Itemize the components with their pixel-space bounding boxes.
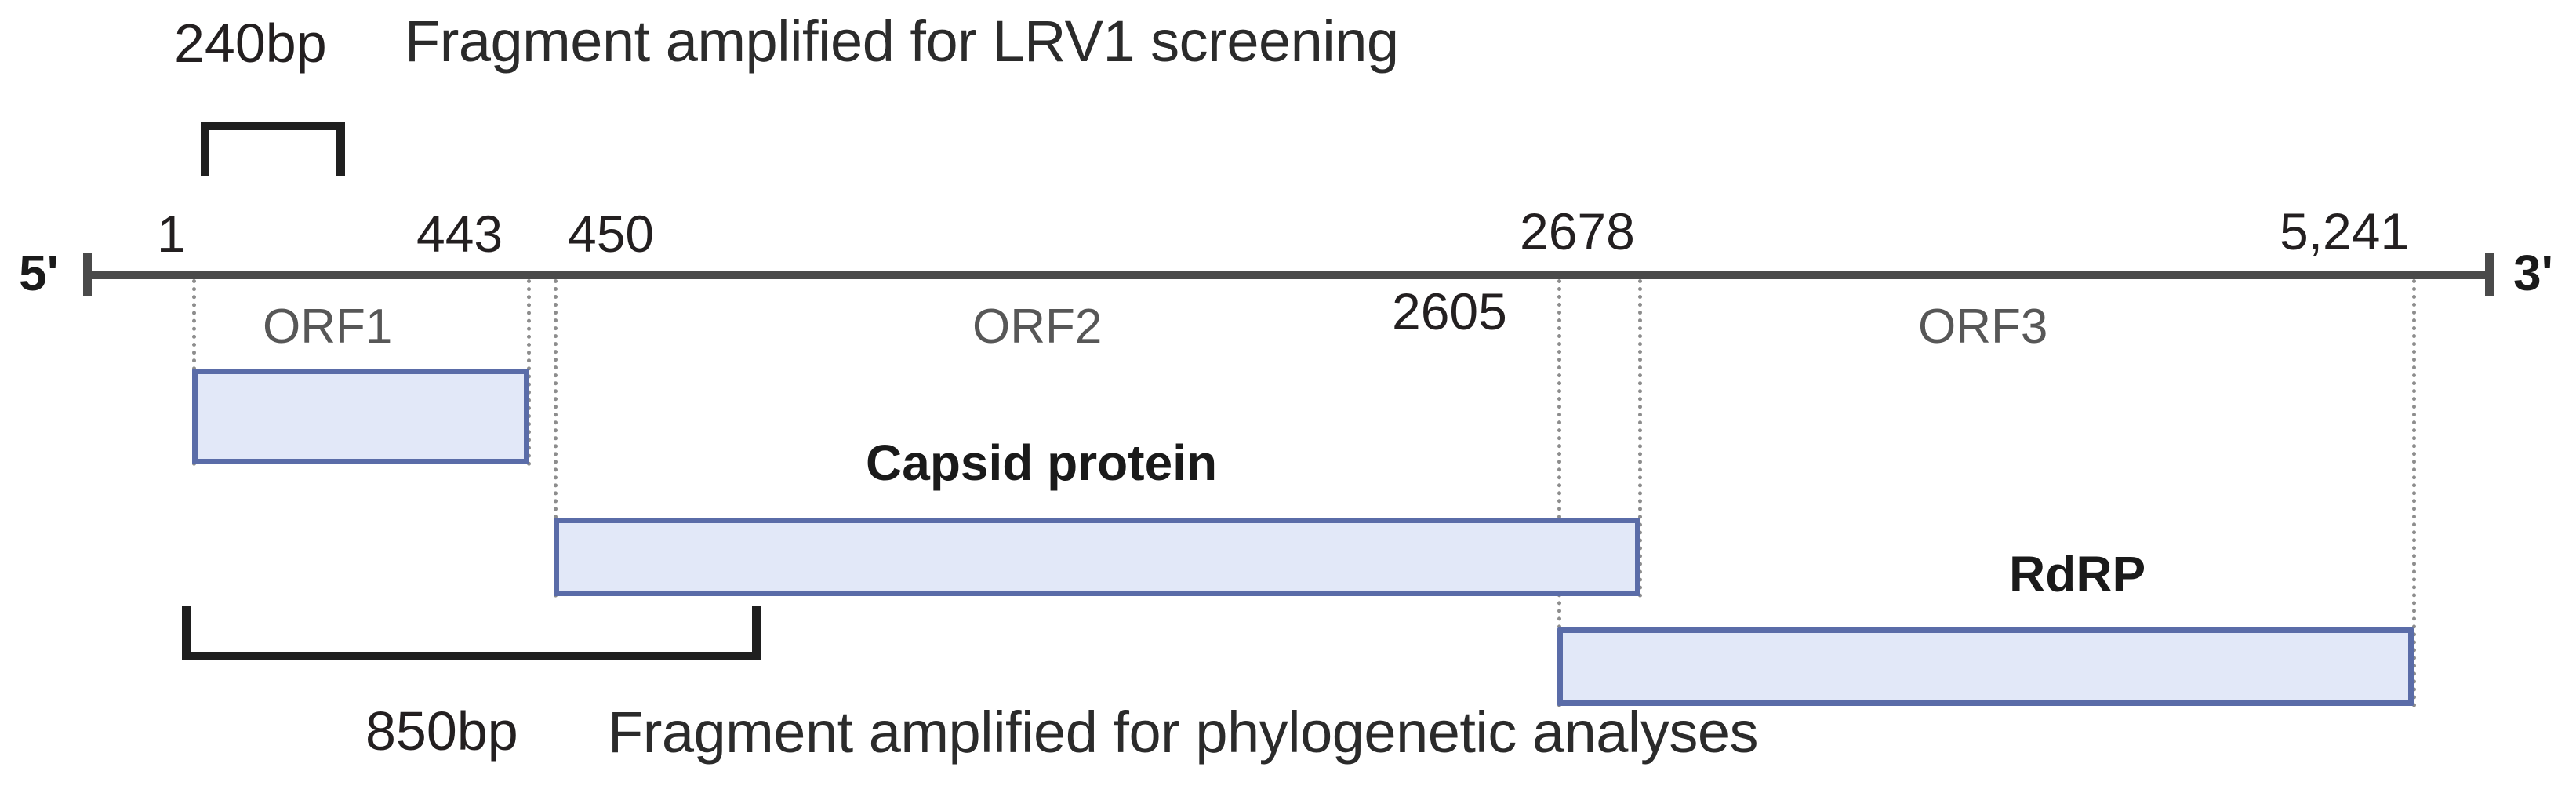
coordinate-label-450: 450 bbox=[568, 205, 655, 263]
rdrp-label: RdRP bbox=[2009, 546, 2146, 602]
bottom-bracket-size-label: 850bp bbox=[365, 700, 518, 762]
guide-line-orf2-end bbox=[1638, 279, 1642, 598]
orf1-box bbox=[192, 369, 529, 464]
coordinate-label-1: 1 bbox=[157, 205, 186, 263]
coordinate-label-2678: 2678 bbox=[1520, 202, 1635, 260]
bottom-bracket-caption: Fragment amplified for phylogenetic anal… bbox=[608, 700, 1759, 765]
three-prime-label: 3' bbox=[2513, 245, 2553, 301]
guide-line-orf3-end bbox=[2412, 279, 2416, 707]
rdrp-box bbox=[1557, 627, 2414, 706]
coordinate-label-443: 443 bbox=[416, 205, 503, 263]
capsid-protein-box bbox=[554, 518, 1640, 596]
orf-label-orf2: ORF2 bbox=[972, 300, 1103, 354]
orf-label-orf3: ORF3 bbox=[1918, 300, 2048, 354]
top-bracket-size-label: 240bp bbox=[174, 13, 327, 74]
coordinate-label-2605: 2605 bbox=[1392, 282, 1507, 340]
top-bracket-shape bbox=[201, 122, 345, 176]
coordinate-label-5241: 5,241 bbox=[2280, 202, 2410, 260]
guide-line-orf2-start bbox=[554, 279, 558, 598]
bottom-bracket-shape bbox=[182, 606, 761, 660]
orf-label-orf1: ORF1 bbox=[263, 300, 393, 354]
capsid-protein-label: Capsid protein bbox=[866, 435, 1218, 491]
five-prime-label: 5' bbox=[19, 245, 59, 301]
guide-line-orf3-start bbox=[1557, 279, 1561, 707]
three-prime-terminus-tick bbox=[2485, 253, 2494, 296]
genome-backbone-line bbox=[83, 271, 2494, 279]
top-bracket-caption: Fragment amplified for LRV1 screening bbox=[405, 9, 1399, 74]
